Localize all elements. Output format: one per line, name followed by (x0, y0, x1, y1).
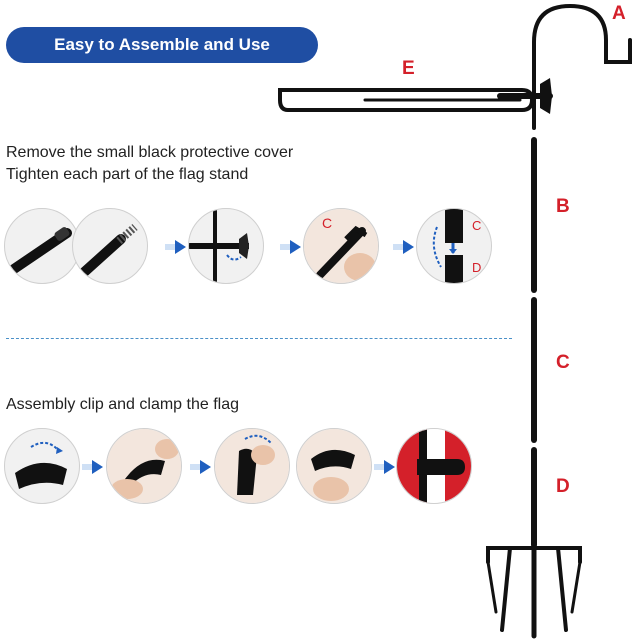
section-divider (6, 338, 512, 339)
clip-attach-icon (296, 428, 372, 504)
banner-title: Easy to Assemble and Use (54, 35, 270, 54)
arrow-2-icon (280, 240, 301, 254)
inset-label-d: D (472, 260, 482, 275)
part-label-b: B (556, 196, 570, 217)
part-label-e: E (402, 58, 415, 79)
instruction-clip: Assembly clip and clamp the flag (6, 396, 239, 413)
arrow-3-icon (393, 240, 414, 254)
part-label-a: A (612, 3, 626, 24)
flag-stand-diagram (278, 3, 632, 639)
arrow-5-icon (190, 460, 211, 474)
wing-nut-icon (188, 208, 264, 284)
pole-end-cap-icon (4, 208, 80, 284)
clip-pinch-icon (106, 428, 182, 504)
feature-banner: Easy to Assemble and Use (6, 27, 318, 63)
part-label-c: C (556, 352, 570, 373)
pole-joint-icon (416, 208, 492, 284)
arrow-4-icon (82, 460, 103, 474)
part-label-d: D (556, 476, 570, 497)
inset-label-c-2: C (472, 218, 482, 233)
inset-label-c: C (322, 215, 333, 231)
arrow-1-icon (165, 240, 186, 254)
instruction-line-2: Tighten each part of the flag stand (6, 166, 249, 183)
pole-c-icon (303, 208, 379, 284)
instruction-line-1: Remove the small black protective cover (6, 144, 294, 161)
clip-press-icon (214, 428, 290, 504)
clip-open-icon (4, 428, 80, 504)
arrow-6-icon (374, 460, 395, 474)
threaded-pole-icon (72, 208, 148, 284)
